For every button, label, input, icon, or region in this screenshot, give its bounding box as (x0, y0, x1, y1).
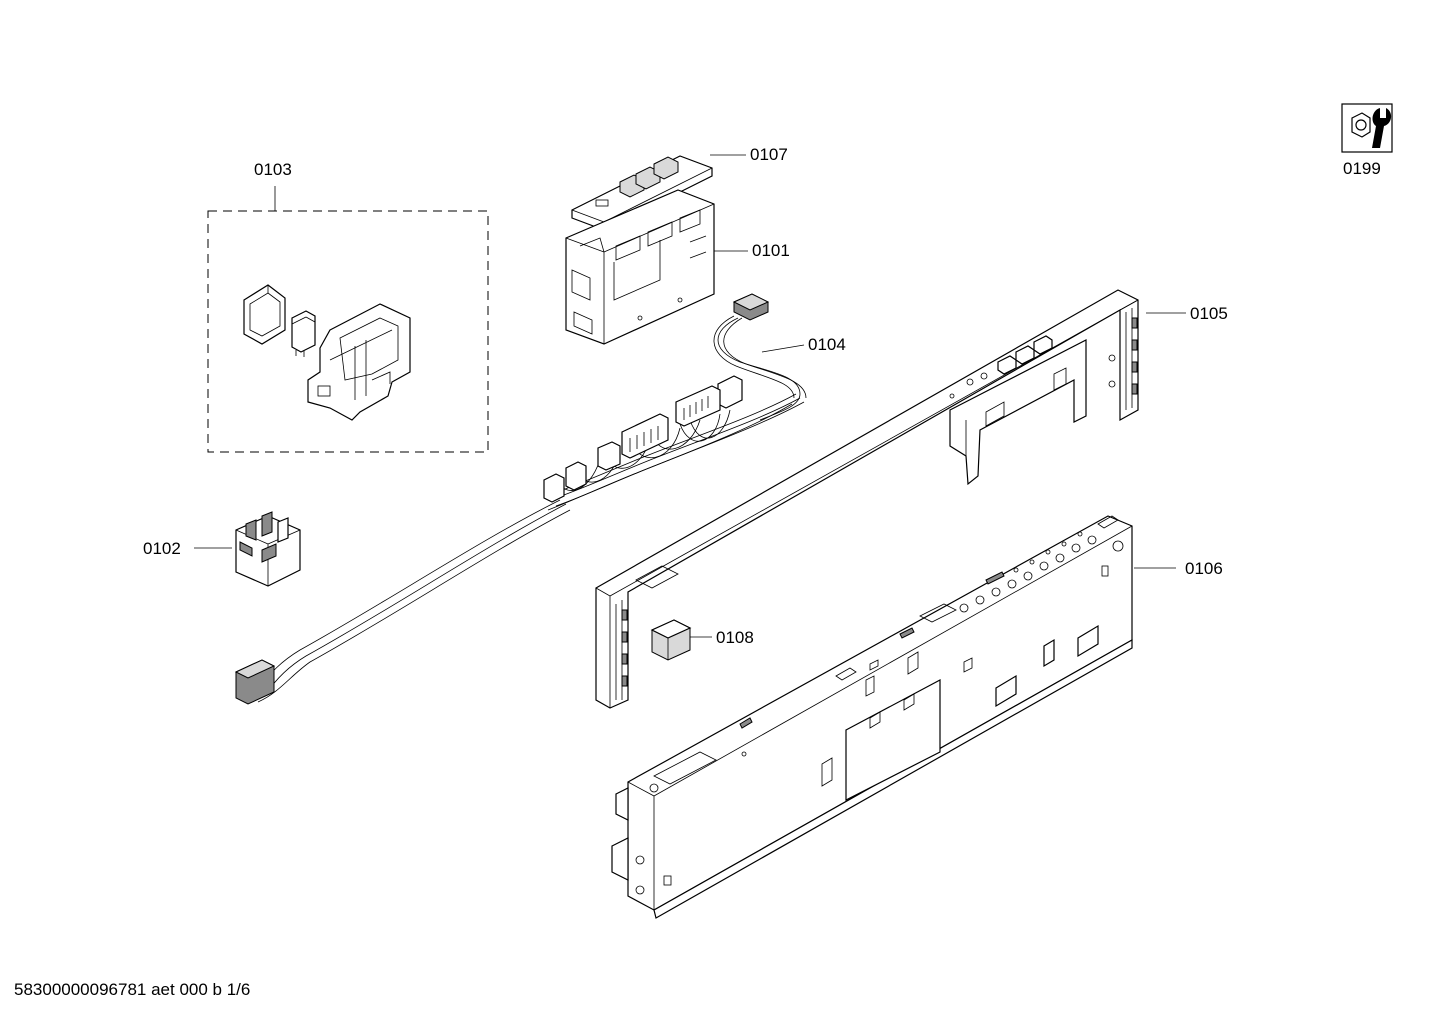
callout-0105: 0105 (1190, 304, 1228, 323)
cover-part (243, 284, 286, 345)
block-0108 (650, 619, 692, 661)
document-id: 58300000096781 aet 000 b 1/6 (14, 980, 251, 999)
wiring-harness-0104 (234, 293, 807, 705)
callout-0199: 0199 (1343, 159, 1381, 178)
switch-0102 (235, 511, 301, 587)
callout-0107: 0107 (750, 145, 788, 164)
inner-panel-0106 (611, 515, 1133, 919)
callout-0103: 0103 (254, 160, 292, 179)
kit-0103 (207, 186, 489, 453)
control-unit-0101 (565, 189, 715, 345)
module-0107 (571, 155, 713, 231)
callout-0101: 0101 (752, 241, 790, 260)
bracket-part (307, 303, 411, 421)
callout-0104: 0104 (808, 335, 846, 354)
relay-part (291, 310, 316, 357)
callout-0102: 0102 (143, 539, 181, 558)
wrench-and-nut-icon (1341, 103, 1393, 153)
fascia-panel-0105 (595, 289, 1139, 709)
callout-0108: 0108 (716, 628, 754, 647)
callout-0106: 0106 (1185, 559, 1223, 578)
